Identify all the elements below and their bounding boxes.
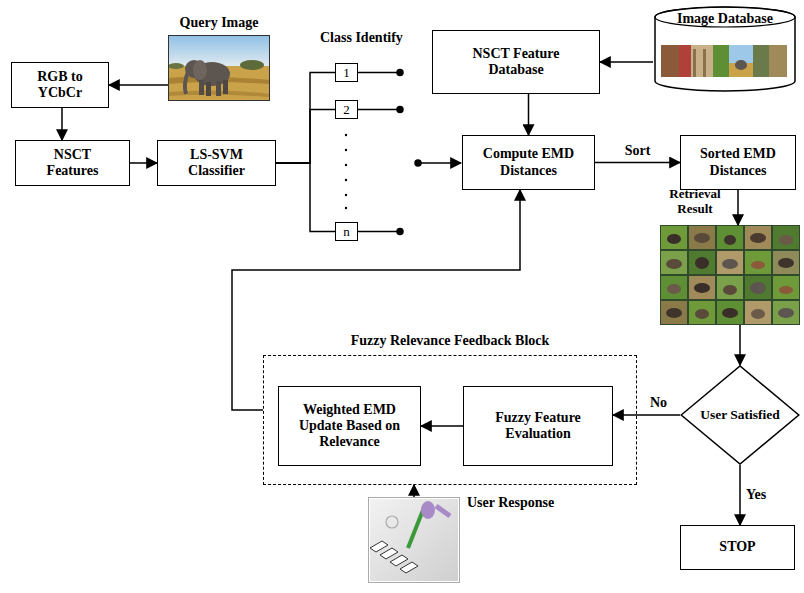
- user-response-image: User Response: [368, 497, 460, 583]
- connector-arrow: [421, 425, 463, 427]
- connector-arrow: [595, 162, 680, 164]
- connector-arrow: [739, 465, 741, 525]
- node-text: n: [343, 225, 350, 238]
- node-text: Weighted EMD Update Based on Relevance: [287, 402, 412, 450]
- heading-text: User Response: [467, 495, 554, 511]
- node-text: User Satisfied: [700, 408, 780, 423]
- class-switch: [345, 70, 461, 235]
- connector-arrow: [737, 190, 739, 225]
- process-box: Sorted EMD Distances: [680, 135, 796, 190]
- database-cylinder: Image Database: [653, 5, 797, 93]
- connector-arrow: [600, 61, 653, 63]
- feedback-block: Fuzzy Relevance Feedback BlockWeighted E…: [263, 355, 637, 485]
- node-text: 2: [343, 103, 350, 116]
- process-box: RGB to YCbCr: [11, 62, 109, 108]
- result-thumbnails: [660, 225, 800, 325]
- query-image: Query Image: [168, 35, 270, 101]
- node-text: NSCT Feature Database: [461, 46, 571, 78]
- process-box: Compute EMD Distances: [462, 135, 595, 190]
- node-text: NSCT Features: [43, 147, 103, 179]
- connector-arrow: [613, 414, 680, 416]
- edge-label: No: [648, 395, 669, 410]
- process-box: NSCT Features: [15, 140, 130, 186]
- node-text: Compute EMD Distances: [474, 146, 584, 178]
- process-box: Weighted EMD Update Based on Relevance: [278, 386, 421, 466]
- connector-arrow: [130, 162, 157, 164]
- heading-text: Fuzzy Relevance Feedback Block: [351, 333, 550, 349]
- node-text: RGB to YCbCr: [18, 69, 102, 101]
- node-text: LS-SVM Classifier: [164, 147, 269, 179]
- node-text: Image Database: [677, 11, 773, 27]
- process-box: Fuzzy Feature Evaluation: [463, 386, 613, 466]
- classifier-box: LS-SVM Classifier: [157, 140, 276, 186]
- connector-arrow: [413, 485, 415, 497]
- edge-label: Sort: [623, 143, 653, 158]
- node-text: STOP: [719, 539, 755, 555]
- user-response-photo: [370, 499, 458, 581]
- node-text: Sorted EMD Distances: [687, 146, 789, 178]
- connector-arrow: [61, 108, 63, 140]
- edge-label: Yes: [744, 487, 768, 502]
- terminal-box: STOP: [680, 525, 795, 570]
- connector-arrow: [528, 94, 530, 135]
- connector-arrow: [232, 190, 520, 410]
- connector-arrow: [276, 110, 335, 164]
- heading-text: Retrieval Result: [660, 187, 730, 217]
- group-label: Class Identify: [320, 30, 403, 46]
- connector-arrow: [276, 73, 335, 164]
- class-box: 2: [335, 100, 358, 119]
- class-box: 1: [335, 63, 358, 82]
- node-text: Fuzzy Feature Evaluation: [483, 410, 593, 442]
- node-text: 1: [343, 66, 350, 79]
- connector-arrow: [276, 163, 335, 232]
- database-box: NSCT Feature Database: [432, 30, 600, 94]
- class-box: n: [335, 222, 358, 241]
- heading-text: Query Image: [180, 15, 259, 31]
- decision-diamond: User Satisfied: [680, 365, 800, 465]
- connector-arrow: [109, 84, 168, 86]
- query-photo: [168, 35, 270, 101]
- result-grid: Retrieval Result: [660, 225, 800, 325]
- connector-arrow: [739, 325, 741, 365]
